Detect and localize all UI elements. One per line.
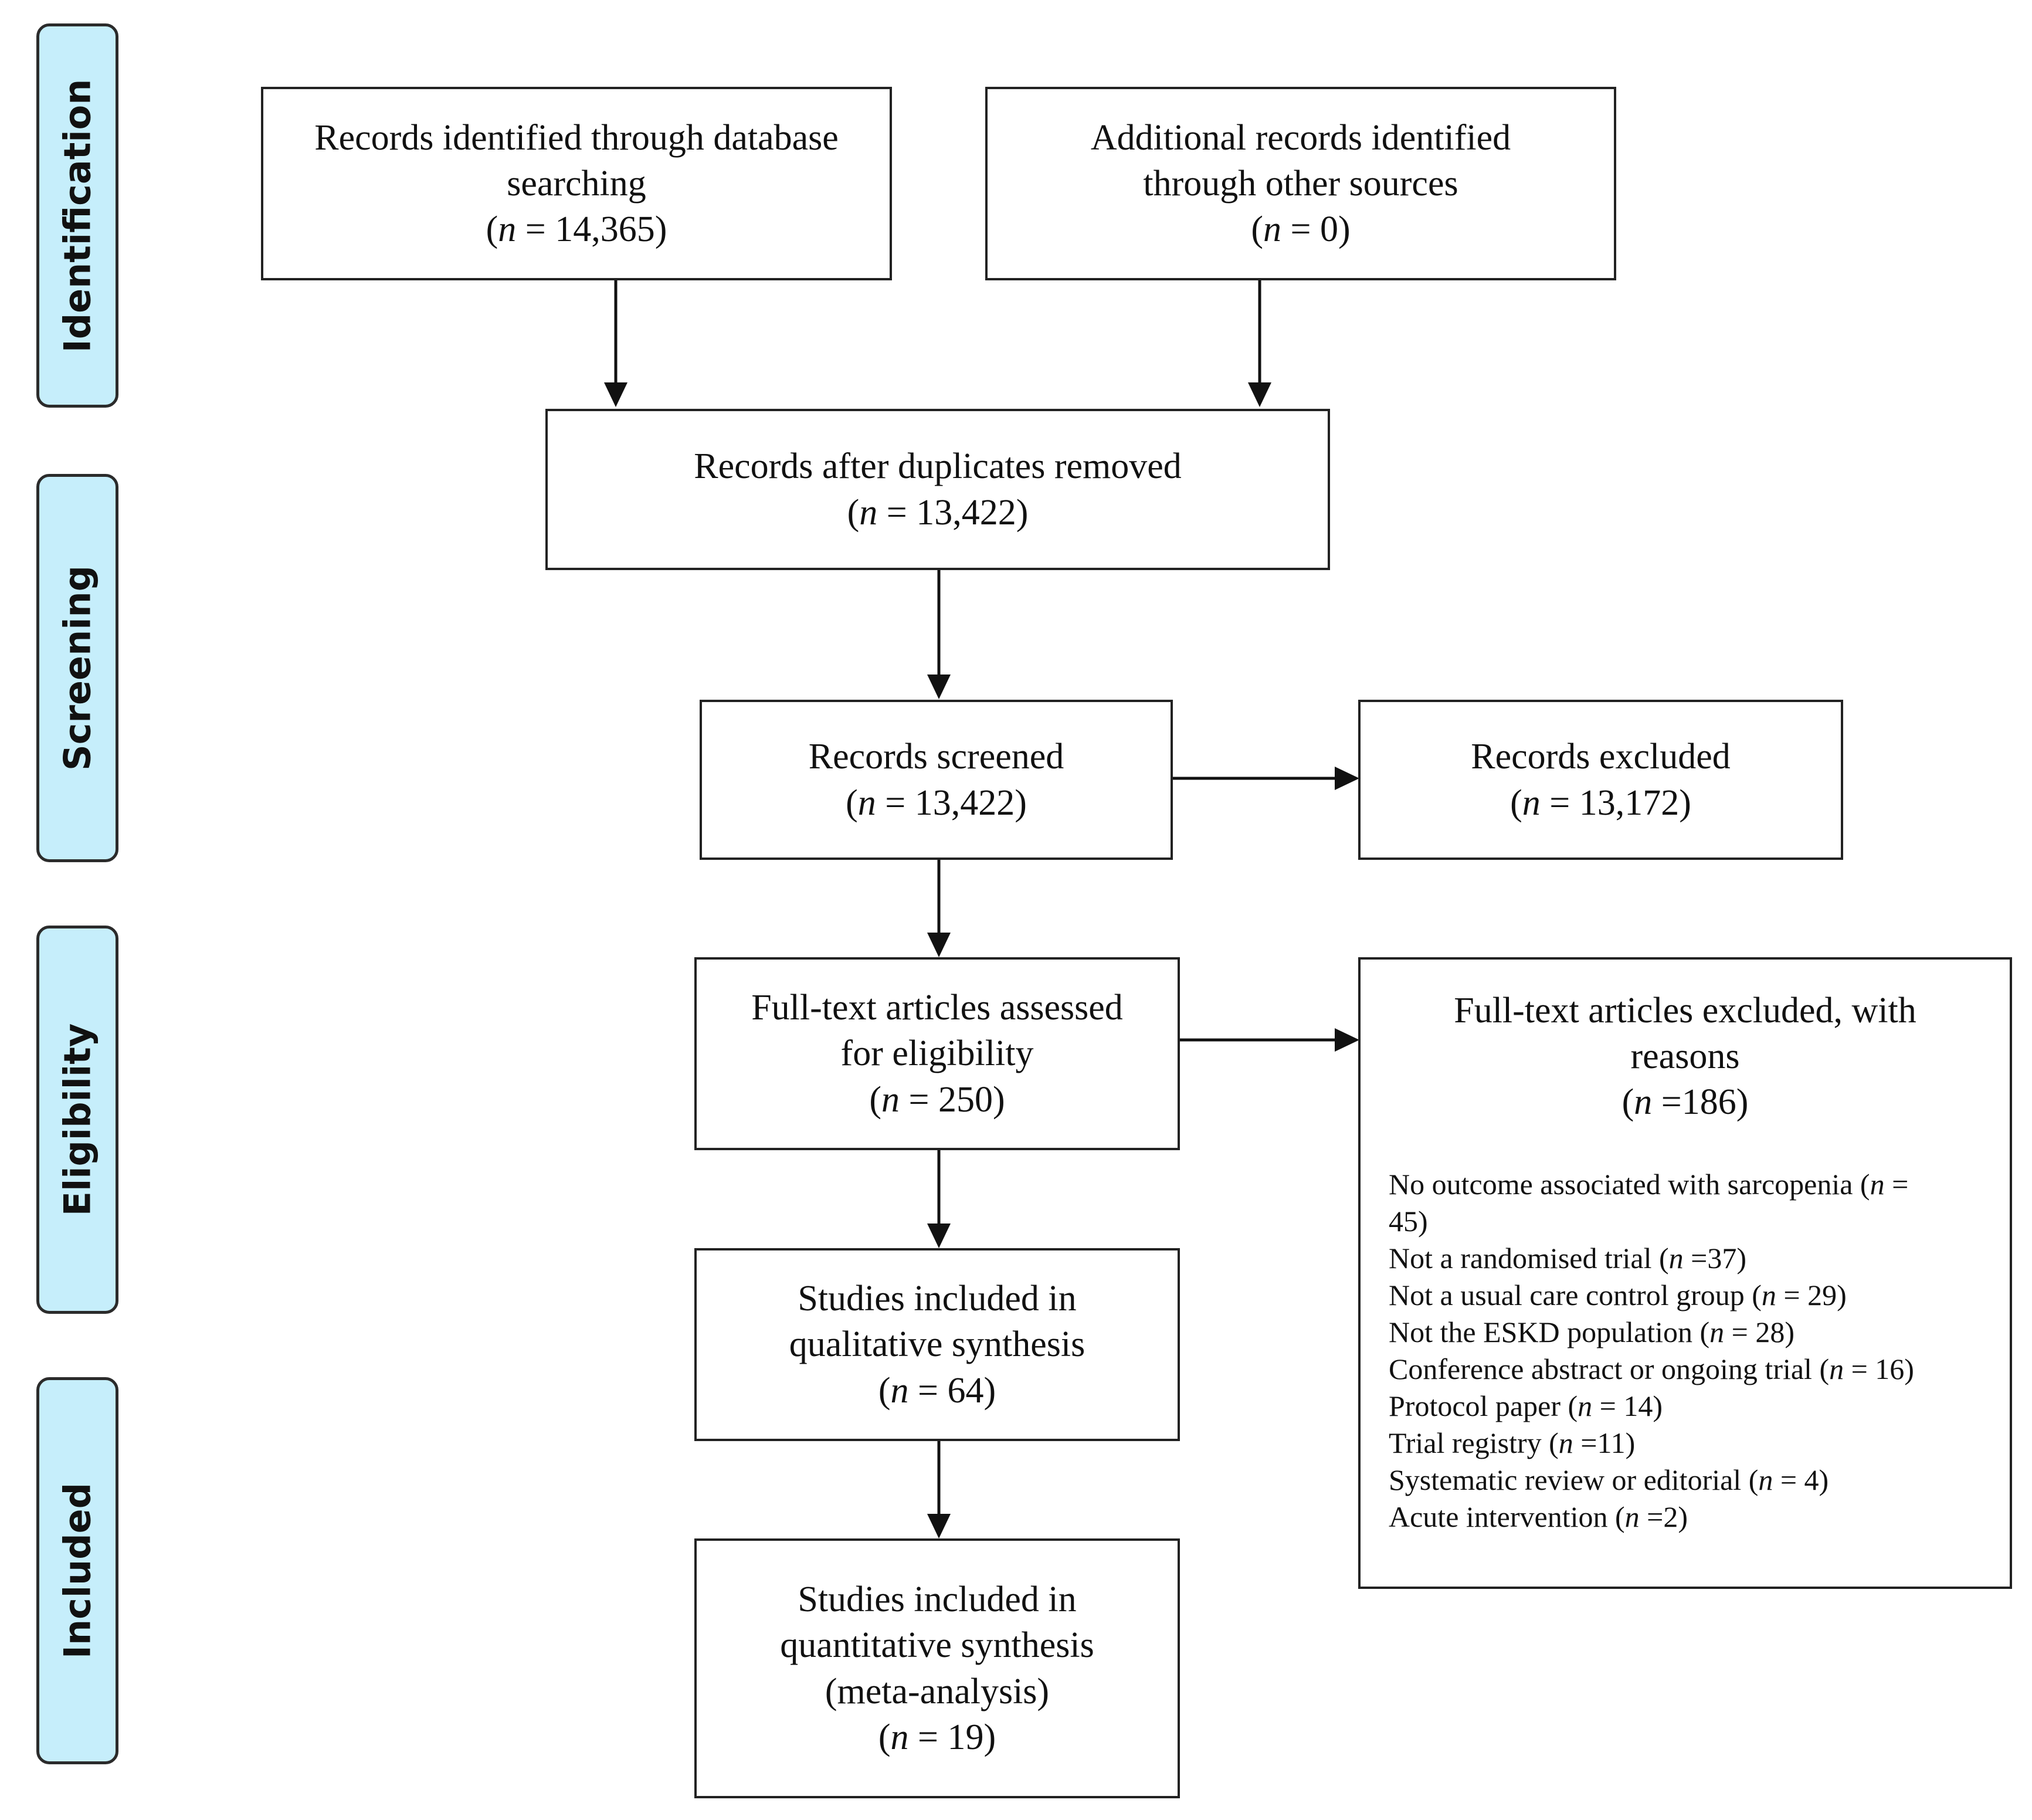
quantitative-line-1: Studies included in: [798, 1580, 1077, 1620]
fulltext-assessed-box: Full-text articles assessed for eligibil…: [694, 957, 1180, 1150]
other-sources-line-1: Additional records identified: [1090, 117, 1511, 158]
qualitative-line-1: Studies included in: [798, 1279, 1077, 1319]
quantitative-count: (n = 19): [878, 1717, 996, 1757]
exclusion-reason: Acute intervention (n =2): [1389, 1500, 1688, 1534]
database-search-count: (n = 14,365): [486, 209, 667, 250]
exclusion-reason: Trial registry (n =11): [1389, 1426, 1636, 1460]
fulltext-assessed-line-1: Full-text articles assessed: [751, 988, 1123, 1028]
exclusion-reason: Not a usual care control group (n = 29): [1389, 1279, 1847, 1312]
arrow-qualitative-to-quantitative: [927, 1441, 951, 1538]
exclusion-reason: No outcome associated with sarcopenia (n…: [1389, 1168, 1909, 1201]
other-sources-box: Additional records identified through ot…: [985, 87, 1616, 280]
arrow-fulltext-to-excluded: [1180, 1028, 1359, 1052]
qualitative-count: (n = 64): [878, 1370, 996, 1411]
qualitative-line-2: qualitative synthesis: [789, 1324, 1085, 1365]
fulltext-assessed-count: (n = 250): [869, 1079, 1005, 1120]
exclusion-reasons-list: No outcome associated with sarcopenia (n…: [1361, 1166, 2010, 1536]
records-excluded-line-1: Records excluded: [1471, 737, 1731, 777]
exclusion-reason: Systematic review or editorial (n = 4): [1389, 1463, 1829, 1497]
records-screened-line-1: Records screened: [808, 737, 1064, 777]
fulltext-excluded-line-1: Full-text articles excluded, with: [1454, 991, 1916, 1031]
records-screened-count: (n = 13,422): [846, 782, 1027, 823]
database-search-line-2: searching: [507, 163, 646, 204]
exclusion-reason: Protocol paper (n = 14): [1389, 1389, 1663, 1423]
arrow-screened-to-excluded: [1173, 767, 1359, 790]
exclusion-reason: Conference abstract or ongoing trial (n …: [1389, 1353, 1914, 1386]
fulltext-excluded-box: Full-text articles excluded, with reason…: [1358, 957, 2012, 1589]
exclusion-reason: Not a randomised trial (n =37): [1389, 1242, 1746, 1275]
other-sources-count: (n = 0): [1251, 209, 1351, 250]
phase-included: Included: [36, 1377, 118, 1764]
database-search-line-1: Records identified through database: [314, 117, 839, 158]
phase-eligibility: Eligibility: [36, 926, 118, 1314]
fulltext-assessed-line-2: for eligibility: [840, 1033, 1034, 1074]
exclusion-reason: Not the ESKD population (n = 28): [1389, 1316, 1795, 1349]
exclusion-reason: 45): [1389, 1205, 1428, 1238]
arrow-duplicates-to-screened: [927, 570, 951, 699]
duplicates-removed-count: (n = 13,422): [847, 492, 1029, 533]
records-excluded-count: (n = 13,172): [1510, 782, 1691, 823]
phase-screening: Screening: [36, 474, 118, 862]
phase-identification: Identification: [36, 23, 118, 408]
quantitative-line-2: quantitative synthesis: [780, 1625, 1094, 1666]
qualitative-synthesis-box: Studies included in qualitative synthesi…: [694, 1248, 1180, 1441]
arrow-fulltext-to-qualitative: [927, 1150, 951, 1248]
duplicates-removed-line-1: Records after duplicates removed: [694, 446, 1182, 487]
arrow-screened-to-fulltext: [927, 860, 951, 957]
other-sources-line-2: through other sources: [1143, 163, 1458, 204]
quantitative-synthesis-box: Studies included in quantitative synthes…: [694, 1538, 1180, 1798]
arrow-other-to-duplicates: [1248, 280, 1271, 407]
database-search-box: Records identified through database sear…: [261, 87, 892, 280]
quantitative-line-3: (meta-analysis): [825, 1671, 1050, 1711]
records-screened-box: Records screened (n = 13,422): [700, 700, 1173, 860]
fulltext-excluded-line-2: reasons: [1630, 1036, 1740, 1077]
duplicates-removed-box: Records after duplicates removed (n = 13…: [545, 409, 1330, 570]
arrow-database-to-duplicates: [604, 280, 627, 407]
records-excluded-box: Records excluded (n = 13,172): [1358, 700, 1843, 860]
fulltext-excluded-count: (n =186): [1621, 1082, 1749, 1123]
